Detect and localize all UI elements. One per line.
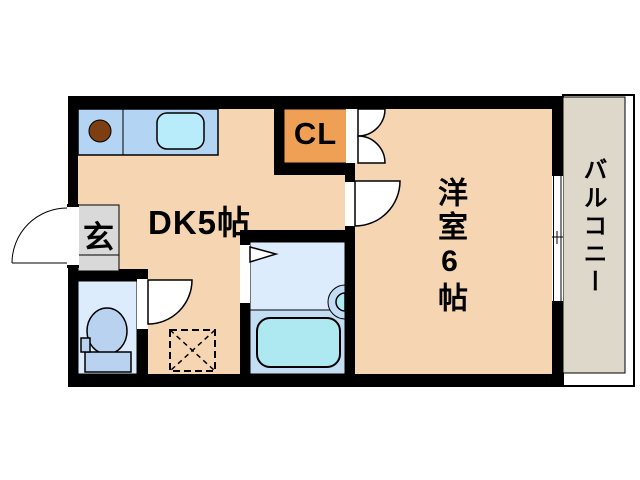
balcony-label: バルコニー (579, 157, 606, 297)
washing-machine-x2 (169, 329, 216, 372)
toilet-bowl-icon (86, 307, 128, 355)
balcony-floor (562, 96, 626, 374)
wall-bottom (68, 374, 563, 387)
bath-wall-left-lower (240, 303, 250, 374)
toilet-wall-right-upper (137, 269, 148, 279)
entrance-door-swing (11, 207, 68, 264)
closet-doorway (346, 109, 358, 163)
stove-burner-icon (88, 119, 112, 143)
closet-wall-left (274, 96, 284, 175)
entrance-jamb-top (67, 204, 79, 207)
room-door-jamb-bottom (345, 226, 355, 229)
wall-right-lower (552, 301, 563, 387)
closet-wall-bottom (274, 163, 355, 175)
western-room-label: 洋室6帖 (433, 177, 466, 316)
washing-machine-space (169, 329, 216, 372)
room-door-jamb-top (345, 179, 355, 182)
toilet-tank-icon (84, 351, 132, 373)
kitchen-sink-icon (156, 112, 205, 150)
wall-mid-lower (345, 229, 355, 374)
entrance-area (77, 204, 120, 272)
toilet-door-swing (147, 279, 193, 325)
entrance-doorway (67, 204, 79, 268)
bath-wall-top (240, 230, 355, 242)
bath-doorway (240, 245, 250, 303)
wall-left-upper (68, 96, 78, 204)
toilet-wall-right-lower (137, 329, 148, 374)
entrance-jamb-bottom (67, 265, 79, 268)
wall-right-upper (552, 96, 563, 176)
bath-wall-left-upper (240, 230, 250, 245)
room-door-swing (354, 180, 401, 227)
toilet-wall-top (68, 269, 148, 281)
bathtub-icon (256, 317, 341, 368)
entrance-label: 玄 (83, 220, 114, 255)
wall-mid-upper (345, 163, 355, 179)
room-doorway (345, 179, 355, 229)
dk-room-label: DK5帖 (148, 204, 252, 241)
bath-folding-door-icon (249, 246, 279, 264)
toilet-doorway (137, 279, 148, 329)
wall-top (68, 96, 563, 109)
wall-left-lower (68, 268, 78, 387)
washbasin-inner-icon (335, 292, 346, 312)
toilet-flush-handle-icon (80, 337, 91, 353)
closet-door-lower-swing (357, 135, 386, 164)
closet-label: CL (293, 116, 338, 151)
